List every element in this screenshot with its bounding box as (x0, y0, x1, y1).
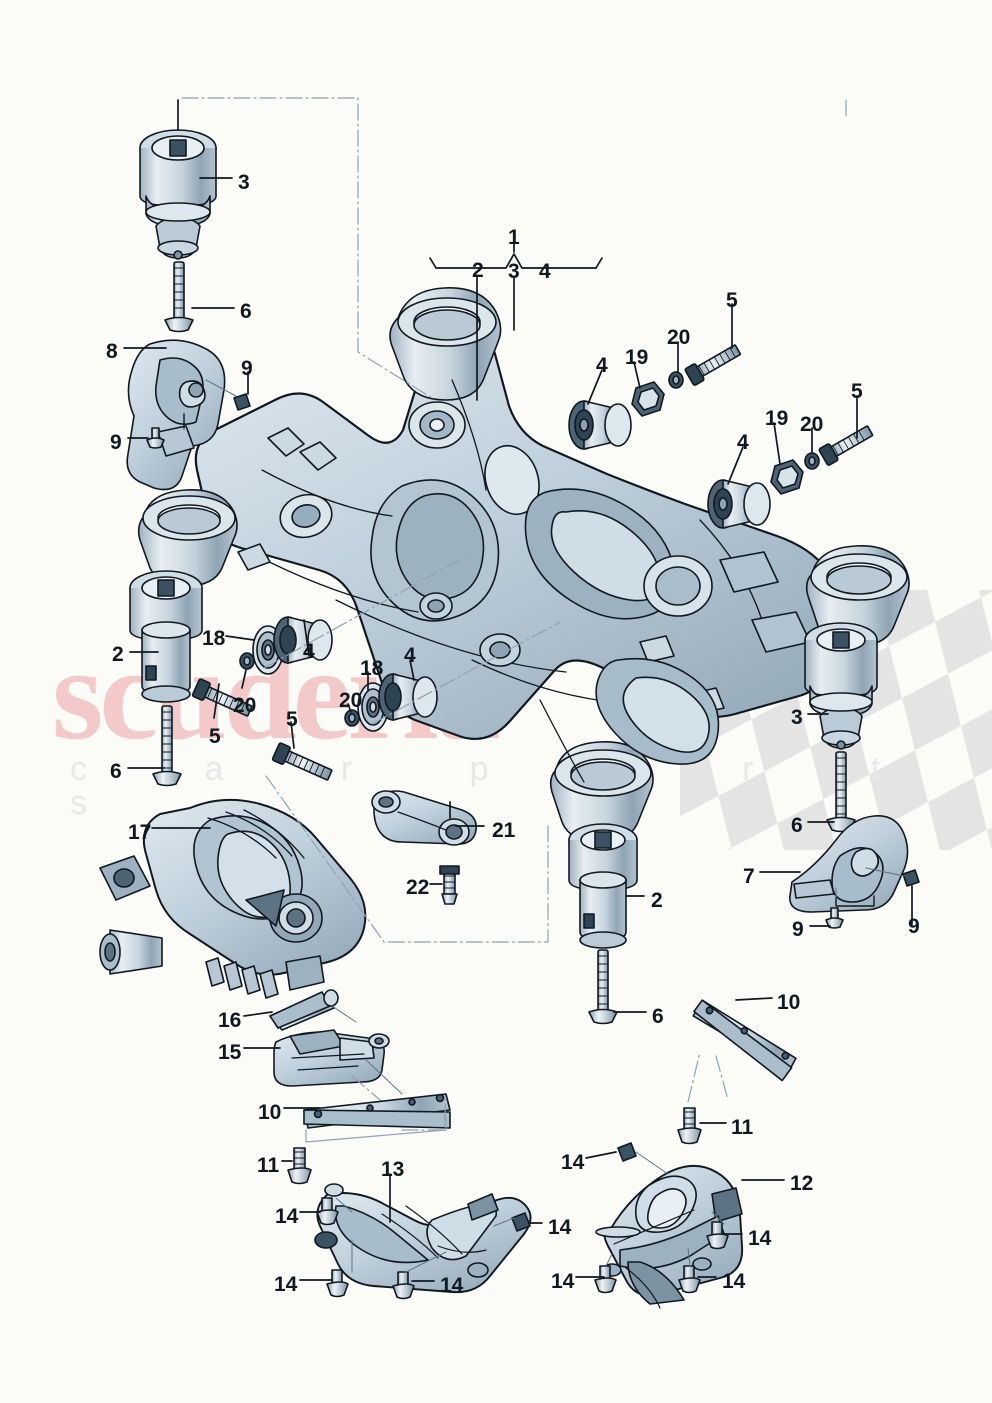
part-group-right-1 (568, 344, 742, 450)
part-10-strip-left (303, 1093, 451, 1129)
part-3-mount-right (804, 622, 878, 750)
part-callout-7: 7 (743, 865, 755, 888)
part-callout-2: 2 (651, 889, 663, 912)
part-callout-14: 14 (440, 1274, 464, 1297)
part-callout-19: 19 (625, 346, 649, 369)
part-callout-10: 10 (777, 991, 801, 1014)
part-callout-19: 19 (765, 407, 789, 430)
leader-lines (123, 99, 913, 1282)
part-6-bolt-top-left (164, 261, 194, 333)
part-20-washer-left (239, 652, 255, 670)
part-callout-9: 9 (792, 918, 804, 941)
part-callout-5: 5 (726, 289, 738, 312)
part-callout-11: 11 (257, 1154, 280, 1177)
part-callout-3: 3 (791, 706, 803, 729)
part-callout-14: 14 (561, 1151, 585, 1174)
part-6-bolt-right (826, 751, 856, 833)
part-4-bushing-left (273, 616, 333, 664)
part-11-screw-right (677, 1107, 702, 1145)
part-callout-5: 5 (286, 708, 298, 731)
part-callout-22: 22 (406, 876, 430, 899)
part-callout-2: 2 (472, 259, 484, 282)
part-12-shield-right (595, 1165, 744, 1309)
part-callout-4: 4 (539, 260, 551, 283)
part-17-differential (99, 798, 367, 999)
strip-bracket (305, 1117, 447, 1143)
part-21-link (371, 790, 478, 846)
part-3-mount-top-left (139, 129, 217, 260)
part-callout-20: 20 (339, 689, 363, 712)
part-callout-21: 21 (492, 819, 516, 842)
part-callout-14: 14 (748, 1227, 772, 1250)
part-callout-4: 4 (596, 354, 608, 377)
part-8-bracket-left (126, 339, 226, 491)
part-callout-15: 15 (218, 1041, 242, 1064)
part-callout-20: 20 (800, 413, 824, 436)
part-callout-3: 3 (508, 260, 520, 283)
part-2-mount-left (129, 570, 203, 703)
part-callout-4: 4 (404, 644, 416, 667)
part-10-strip-right (692, 999, 797, 1082)
part-callout-11: 11 (731, 1116, 754, 1139)
part-15-holder (273, 1029, 390, 1087)
part-callout-5: 5 (851, 380, 863, 403)
part-callout-20: 20 (233, 694, 257, 717)
part-callout-12: 12 (790, 1172, 814, 1195)
part-callout-6: 6 (110, 760, 122, 783)
bracket-7-tie (835, 895, 875, 907)
part-callout-14: 14 (551, 1270, 575, 1293)
part-callout-17: 17 (128, 821, 152, 844)
part-callout-20: 20 (667, 326, 691, 349)
part-group-right-2 (707, 425, 874, 529)
part-callout-18: 18 (202, 627, 226, 650)
part-callout-9: 9 (110, 431, 122, 454)
part-callout-18: 18 (360, 657, 384, 680)
part-11-screw-left (287, 1147, 312, 1185)
part-22-bolt (439, 865, 460, 905)
part-callout-14: 14 (548, 1216, 572, 1239)
part-callout-6: 6 (791, 814, 803, 837)
part-callout-1: 1 (508, 226, 520, 249)
part-7-bracket-right (789, 815, 909, 913)
part-callout-10: 10 (258, 1101, 282, 1124)
part-callout-4: 4 (303, 640, 315, 663)
assembly-axis-lines (181, 97, 847, 1131)
part-9-bolts (146, 393, 251, 449)
part-callout-5: 5 (209, 725, 221, 748)
part-1-subframe (137, 287, 910, 843)
part-callout-8: 8 (106, 340, 118, 363)
part-callout-13: 13 (381, 1158, 405, 1181)
part-16-buffer (269, 989, 339, 1031)
part-14-screws (316, 1142, 729, 1300)
part-callout-14: 14 (722, 1270, 746, 1293)
part-6-bolt-center (588, 949, 618, 1025)
part-callout-2: 2 (112, 643, 124, 666)
part-13-shield-left (314, 1183, 532, 1294)
part-callout-9: 9 (241, 357, 253, 380)
part-callout-14: 14 (274, 1273, 298, 1296)
part-callout-3: 3 (238, 171, 250, 194)
part-2-mount-center (568, 823, 638, 949)
part-callout-4: 4 (737, 431, 749, 454)
part-6-bolt-left (152, 705, 182, 787)
part-5-bolt-left (191, 678, 253, 717)
part-callout-6: 6 (240, 300, 252, 323)
part-callout-6: 6 (652, 1005, 664, 1028)
part-callout-9: 9 (908, 915, 920, 938)
part-callout-14: 14 (275, 1205, 299, 1228)
part-callout-16: 16 (218, 1009, 242, 1032)
